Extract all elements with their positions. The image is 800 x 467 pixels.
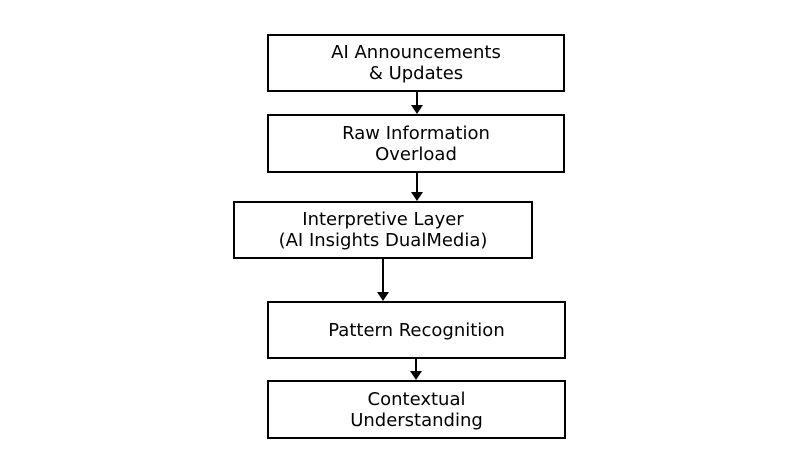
node-label: Raw Information Overload	[342, 122, 490, 165]
arrow-shaft	[382, 259, 384, 293]
arrow-shaft	[416, 173, 418, 193]
node-label: AI Announcements & Updates	[331, 42, 501, 84]
arrow-down-icon	[377, 259, 389, 301]
node-label: Interpretive Layer (AI Insights DualMedi…	[278, 209, 488, 251]
arrow-shaft	[416, 92, 418, 106]
node-pattern-recognition: Pattern Recognition	[267, 301, 566, 359]
arrow-shaft	[415, 359, 417, 372]
arrow-down-icon	[411, 173, 423, 201]
arrow-down-icon	[411, 92, 423, 114]
arrowhead-icon	[411, 192, 423, 201]
arrow-down-icon	[410, 359, 422, 380]
node-label: Pattern Recognition	[328, 319, 505, 341]
node-contextual-understanding: Contextual Understanding	[267, 380, 566, 439]
node-interpretive-layer: Interpretive Layer (AI Insights DualMedi…	[233, 201, 533, 259]
arrowhead-icon	[410, 371, 422, 380]
node-ai-announcements-updates: AI Announcements & Updates	[267, 34, 565, 92]
node-raw-information-overload: Raw Information Overload	[267, 114, 565, 173]
arrowhead-icon	[411, 105, 423, 114]
node-label: Contextual Understanding	[350, 388, 483, 431]
arrowhead-icon	[377, 292, 389, 301]
